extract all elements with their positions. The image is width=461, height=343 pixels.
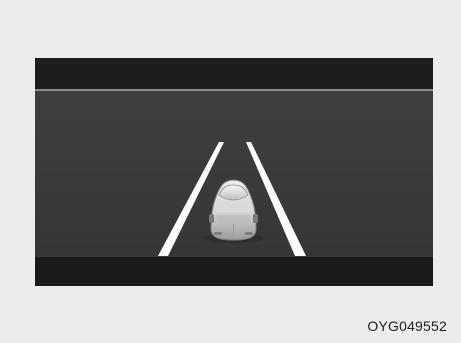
road-screen (35, 91, 433, 257)
cluster-display-panel (35, 58, 433, 286)
road-scene (35, 91, 433, 257)
figure-code: OYG049552 (367, 318, 447, 334)
display-top-band (35, 58, 433, 89)
display-bottom-band (35, 257, 433, 286)
